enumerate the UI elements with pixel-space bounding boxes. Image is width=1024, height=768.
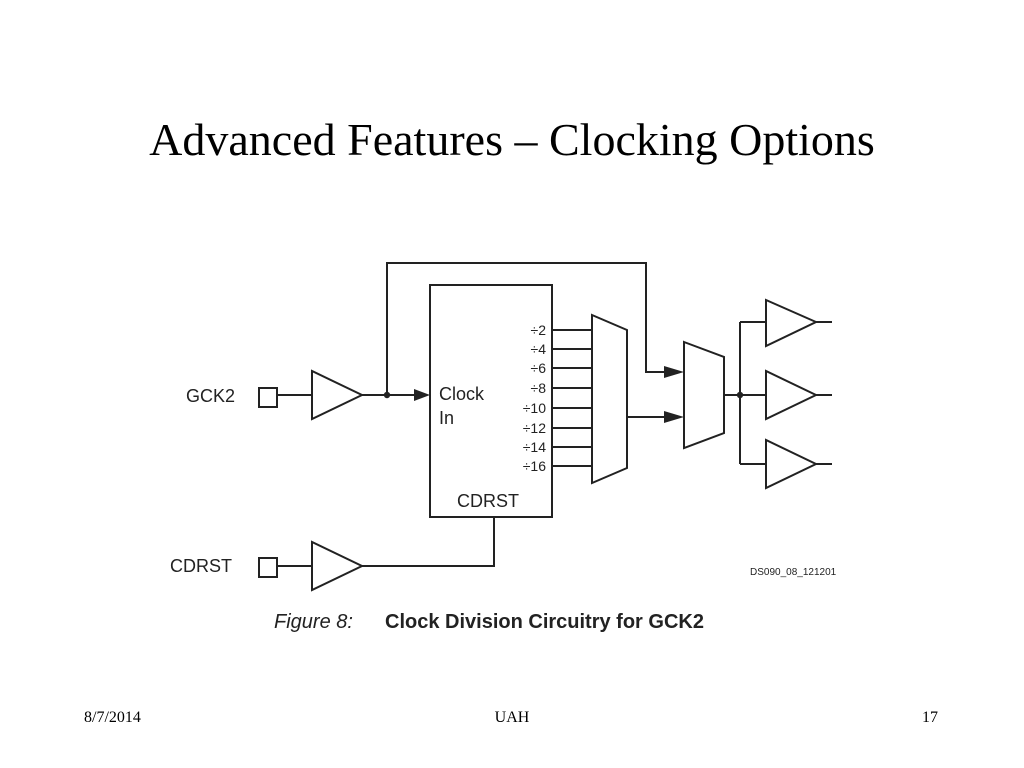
gck2-input-pad	[258, 387, 278, 408]
slide-title: Advanced Features – Clocking Options	[149, 114, 875, 165]
divide-by-10-label: ÷10	[523, 400, 546, 416]
footer-date: 8/7/2014	[84, 709, 141, 726]
cdrst-wire	[362, 517, 495, 567]
doc-id-label: DS090_08_121201	[750, 567, 837, 578]
cdrst-input-label: CDRST	[170, 556, 232, 576]
divide-by-14-label: ÷14	[523, 439, 546, 455]
slide-number: 17	[922, 709, 938, 726]
clock-in-label-line1: Clock	[439, 384, 485, 404]
divide-by-8-label: ÷8	[531, 380, 547, 396]
clock-divider-block	[429, 284, 553, 518]
gck2-label: GCK2	[186, 386, 235, 406]
clock-division-figure: GCK2 CDRST Clock In CDRST ÷2 ÷4 ÷6 ÷8 ÷1…	[160, 250, 880, 650]
divide-by-6-label: ÷6	[531, 360, 547, 376]
divide-by-2-label: ÷2	[531, 322, 547, 338]
block-cdrst-label: CDRST	[457, 491, 519, 511]
figure-caption-prefix: Figure 8:	[274, 611, 353, 633]
output-buffer-1	[765, 298, 819, 348]
cdrst-buffer	[311, 540, 365, 592]
divide-by-12-label: ÷12	[523, 420, 546, 436]
output-mux	[683, 340, 725, 450]
figure-caption-title: Clock Division Circuitry for GCK2	[385, 611, 704, 633]
gck2-buffer	[311, 369, 365, 421]
clock-in-label-line2: In	[439, 408, 454, 428]
footer-center-text: UAH	[494, 709, 530, 726]
divide-by-16-label: ÷16	[523, 458, 546, 474]
cdrst-input-pad	[258, 557, 278, 578]
divider-mux	[591, 313, 628, 485]
divide-by-4-label: ÷4	[531, 341, 547, 357]
output-buffer-3	[765, 438, 819, 490]
clock-division-diagram: GCK2 CDRST Clock In CDRST ÷2 ÷4 ÷6 ÷8 ÷1…	[170, 262, 837, 633]
bypass-wire	[386, 262, 664, 395]
output-buffer-2	[765, 369, 819, 421]
